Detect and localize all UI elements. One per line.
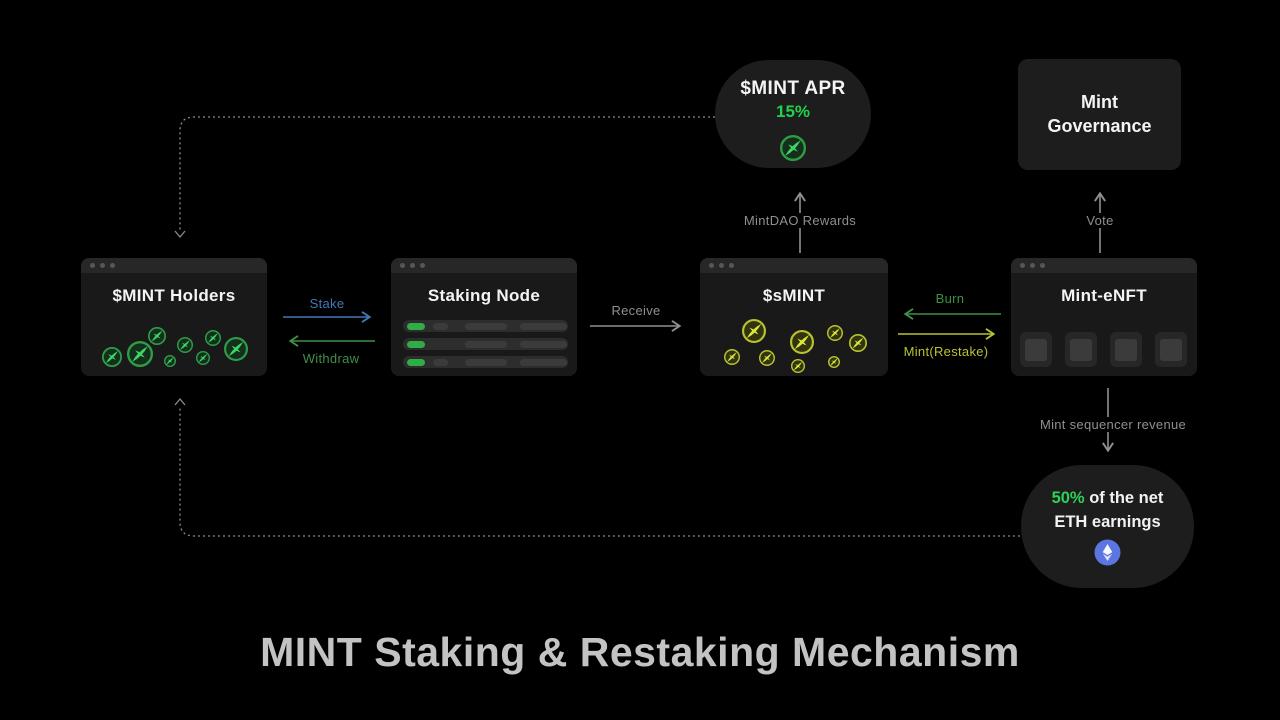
window-titlebar xyxy=(700,258,888,273)
status-pill xyxy=(465,340,507,348)
smint-title: $sMINT xyxy=(762,286,826,305)
node-mint-governance: Mint Governance xyxy=(1018,59,1181,170)
status-pill xyxy=(520,322,567,330)
node-smint: $sMINT xyxy=(700,258,888,376)
staking-status-rows xyxy=(403,314,568,368)
nft-placeholder xyxy=(1065,332,1097,367)
mint-enft-title: Mint-eNFT xyxy=(1061,286,1147,305)
edge-label-mintdao-rewards: MintDAO Rewards xyxy=(738,213,862,228)
apr-title: $MINT APR xyxy=(740,78,846,99)
window-dot xyxy=(420,263,425,268)
edge-label-vote: Vote xyxy=(1081,213,1119,228)
window-dot xyxy=(1020,263,1025,268)
nft-image xyxy=(1160,338,1182,361)
nft-placeholder-row xyxy=(1020,332,1187,367)
eth-earnings-text: 50% of the net ETH earnings xyxy=(1034,487,1181,534)
eth-earnings-rest: of the net ETH earnings xyxy=(1054,489,1164,531)
apr-value: 15% xyxy=(775,102,811,121)
status-pill xyxy=(520,358,567,366)
status-pill-active xyxy=(407,358,425,366)
window-dot xyxy=(1030,263,1035,268)
nft-image xyxy=(1070,338,1092,361)
eth-icon xyxy=(1094,539,1121,566)
edge-label-withdraw: Withdraw xyxy=(302,351,360,366)
node-eth-earnings: 50% of the net ETH earnings xyxy=(1021,465,1194,588)
window-dot xyxy=(100,263,105,268)
status-pill xyxy=(465,322,507,330)
status-pill xyxy=(520,340,567,348)
window-titlebar xyxy=(81,258,267,273)
status-pill-active xyxy=(407,340,425,348)
node-mint-holders: $MINT Holders xyxy=(81,258,267,376)
node-status-row xyxy=(403,320,568,332)
edge-label-receive: Receive xyxy=(611,303,661,318)
status-pill xyxy=(433,322,448,330)
node-staking-node: Staking Node xyxy=(391,258,577,376)
dotted-loop-eth-to-holders xyxy=(179,406,1020,537)
nft-placeholder xyxy=(1020,332,1052,367)
window-titlebar xyxy=(1011,258,1197,273)
edge-label-stake: Stake xyxy=(309,296,345,311)
window-dot xyxy=(719,263,724,268)
dotted-arrowhead-down xyxy=(174,230,186,239)
holders-title: $MINT Holders xyxy=(112,286,236,305)
nft-placeholder xyxy=(1110,332,1142,367)
window-titlebar xyxy=(391,258,577,273)
window-dot xyxy=(110,263,115,268)
edge-label-burn: Burn xyxy=(935,291,965,306)
window-dot xyxy=(709,263,714,268)
node-status-row xyxy=(403,338,568,350)
nft-placeholder xyxy=(1155,332,1187,367)
window-dot xyxy=(1040,263,1045,268)
eth-earnings-percent: 50% xyxy=(1051,489,1085,508)
node-status-row xyxy=(403,356,568,368)
window-dot xyxy=(400,263,405,268)
window-dot xyxy=(410,263,415,268)
dotted-arrowhead-up xyxy=(174,397,186,406)
diagram-title: MINT Staking & Restaking Mechanism xyxy=(260,629,1020,675)
nft-image xyxy=(1025,338,1047,361)
edge-label-mint-sequencer-revenue: Mint sequencer revenue xyxy=(1034,417,1192,432)
staking-node-title: Staking Node xyxy=(427,286,541,305)
status-pill xyxy=(433,358,448,366)
status-pill xyxy=(465,358,507,366)
window-dot xyxy=(90,263,95,268)
governance-title: Mint Governance xyxy=(1047,92,1152,136)
nft-image xyxy=(1115,338,1137,361)
dotted-loop-apr-to-holders xyxy=(179,116,715,230)
edge-label-mint-restake: Mint(Restake) xyxy=(903,344,989,359)
window-dot xyxy=(729,263,734,268)
node-mint-enft: Mint-eNFT xyxy=(1011,258,1197,376)
node-mint-apr: $MINT APR 15% xyxy=(715,60,871,168)
status-pill-active xyxy=(407,322,425,330)
